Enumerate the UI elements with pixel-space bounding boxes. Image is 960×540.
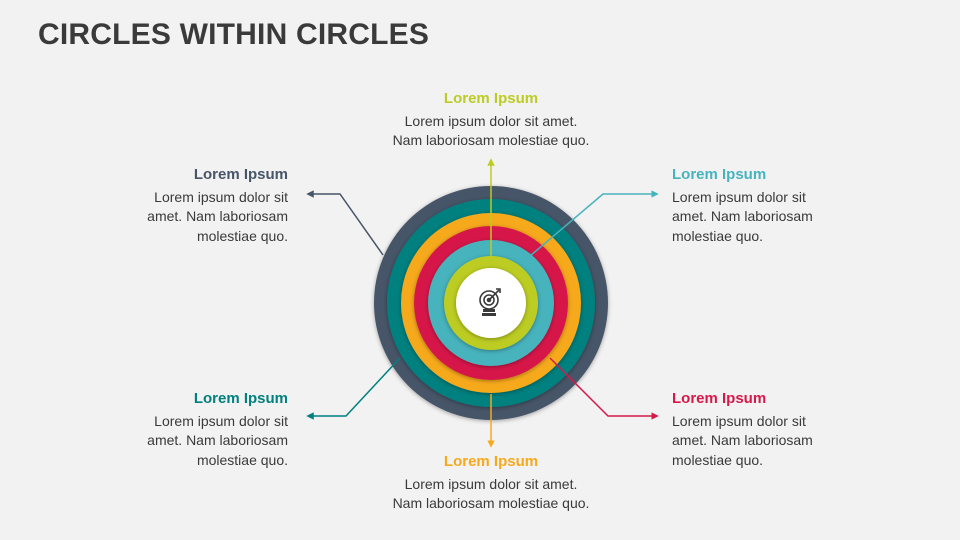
body-bottom: Lorem ipsum dolor sit amet. Nam laborios… [392,475,590,512]
connector-bottom-right [549,357,659,420]
rings-group [374,186,608,420]
body-bottom-left: Lorem ipsum dolor sit amet. Nam laborios… [147,412,288,468]
heading-top: Lorem Ipsum [443,90,539,107]
page-title: CIRCLES WITHIN CIRCLES [38,18,430,51]
text-block-bottom-right: Lorem Ipsum Lorem ipsum dolor sit amet. … [672,389,852,470]
text-block-top-left: Lorem Ipsum Lorem ipsum dolor sit amet. … [108,165,288,246]
text-block-top: Lorem Ipsum Lorem ipsum dolor sit amet. … [371,89,611,151]
heading-bottom-right: Lorem Ipsum [672,390,767,407]
body-top: Lorem ipsum dolor sit amet. Nam laborios… [392,112,590,149]
heading-bottom-left: Lorem Ipsum [193,390,288,407]
body-top-left: Lorem ipsum dolor sit amet. Nam laborios… [147,188,288,244]
text-block-top-right: Lorem Ipsum Lorem ipsum dolor sit amet. … [672,165,852,246]
text-block-bottom-left: Lorem Ipsum Lorem ipsum dolor sit amet. … [108,389,288,470]
heading-top-right: Lorem Ipsum [672,166,767,183]
body-top-right: Lorem ipsum dolor sit amet. Nam laborios… [672,188,813,244]
target-with-coins-icon [479,288,501,316]
heading-top-left: Lorem Ipsum [193,166,288,183]
body-bottom-right: Lorem ipsum dolor sit amet. Nam laborios… [672,412,813,468]
text-block-bottom: Lorem Ipsum Lorem ipsum dolor sit amet. … [371,452,611,514]
connector-top-left [306,190,384,256]
connector-top-right [529,190,659,257]
ring-center [456,268,526,338]
connector-bottom-left [306,357,401,420]
heading-bottom: Lorem Ipsum [443,453,539,470]
